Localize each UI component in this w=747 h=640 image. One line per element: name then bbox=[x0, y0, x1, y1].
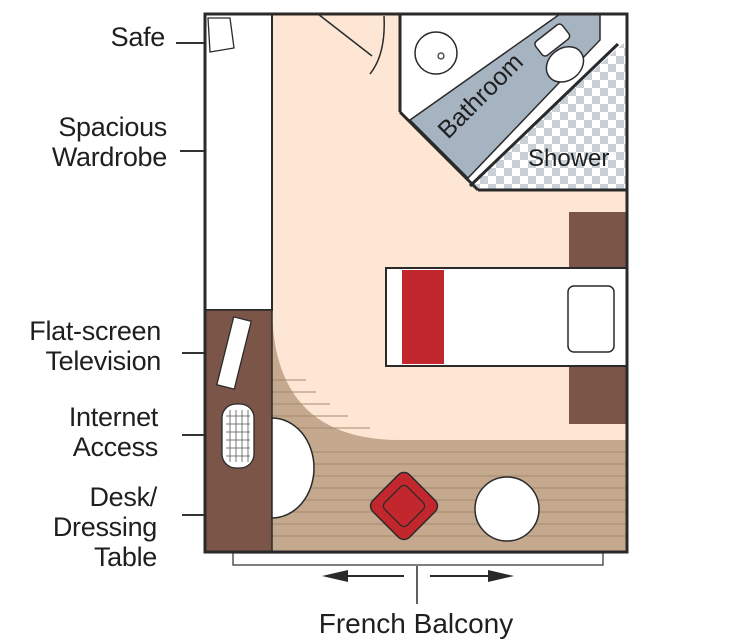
french-balcony-label: French Balcony bbox=[319, 608, 514, 639]
right-arrow-icon bbox=[430, 570, 514, 582]
shower-partition bbox=[468, 42, 620, 188]
desk-label: Desk/ Dressing Table bbox=[52, 482, 157, 572]
french-balcony-sill bbox=[232, 552, 604, 566]
toilet bbox=[534, 23, 585, 83]
cabin-outline bbox=[203, 12, 629, 554]
shower-area-fill bbox=[470, 40, 627, 190]
desk-stool bbox=[271, 417, 315, 519]
nightstand-bottom bbox=[569, 366, 627, 424]
bed-runner bbox=[402, 270, 444, 364]
shower-label: Shower bbox=[528, 145, 609, 172]
nightstand-top bbox=[569, 212, 627, 270]
safe-label: Safe bbox=[110, 22, 166, 52]
door-panel bbox=[317, 13, 373, 57]
left-arrow-icon bbox=[322, 570, 404, 582]
wood-floor bbox=[272, 306, 627, 552]
sink-basin bbox=[414, 31, 458, 75]
wardrobe-leader-line bbox=[180, 150, 206, 152]
safe-leader-line bbox=[176, 42, 206, 44]
sink-drain bbox=[437, 52, 445, 60]
internet-label: Internet Access bbox=[68, 402, 158, 462]
bathroom-wall-diagonal bbox=[398, 110, 480, 192]
door-swing-arc bbox=[369, 15, 385, 75]
wardrobe bbox=[204, 13, 273, 311]
pillow bbox=[567, 285, 615, 353]
laptop-internet-access bbox=[221, 403, 255, 469]
wood-floor-planks bbox=[272, 379, 627, 537]
desk-leader-line bbox=[182, 514, 208, 516]
round-table bbox=[474, 476, 540, 542]
armchair bbox=[369, 471, 439, 541]
wardrobe-label: Spacious Wardrobe bbox=[51, 112, 167, 172]
television-leader-line bbox=[182, 352, 208, 354]
television-label: Flat-screen Television bbox=[29, 316, 161, 376]
flat-screen-television bbox=[216, 316, 252, 390]
internet-leader-line bbox=[182, 434, 208, 436]
safe bbox=[207, 17, 235, 53]
